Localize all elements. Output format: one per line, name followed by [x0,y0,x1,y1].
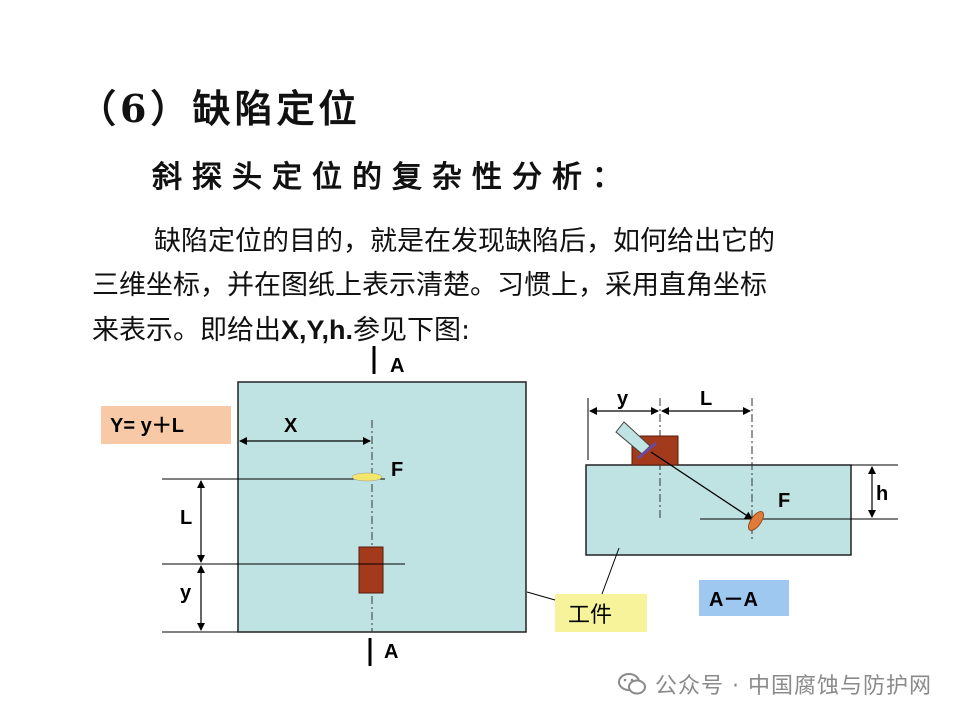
defect-f-plan [351,472,383,482]
section-subtitle: 斜探头定位的复杂性分析： [152,160,632,195]
watermark: 公众号 · 中国腐蚀与防护网 [617,668,932,700]
probe-cable [615,421,651,455]
paragraph-line-2: 三维坐标，并在图纸上表示清楚。习惯上，采用直角坐标 [92,270,767,301]
plan-view-plate [237,381,527,633]
probe-element [637,441,657,460]
workpiece-label-box [555,594,647,632]
workpiece-leader-left [526,591,556,601]
workpiece-leader-right [601,547,620,595]
section-plate [585,464,852,556]
defect-f-section [748,511,764,531]
page-title: （6）缺陷定位 [78,86,361,131]
formula-text: Y= y＋L [110,415,184,437]
paragraph-line-3: 来表示。即给出X,Y,h.参见下图: [92,308,912,353]
sound-beam [650,451,753,520]
label-a-bottom: A [384,641,398,663]
label-h: h [876,483,888,505]
label-f-section: F [778,490,790,512]
description-paragraph: 缺陷定位的目的，就是在发现缺陷后，如何给出它的 三维坐标，并在图纸上表示清楚。习… [92,220,912,353]
probe-plan [358,546,384,594]
label-x: X [284,415,298,437]
wechat-icon [618,673,647,695]
paragraph-line-3-post: 参见下图: [353,315,471,346]
watermark-text: 公众号 · 中国腐蚀与防护网 [655,674,932,699]
paragraph-line-3-bold: X,Y,h. [281,315,354,345]
label-a-top: A [390,355,404,377]
section-label-box [699,580,789,616]
formula-box [101,406,231,444]
paragraph-line-1: 缺陷定位的目的，就是在发现缺陷后，如何给出它的 [154,226,775,257]
label-y-section: y [617,388,629,410]
section-label-text: A－A [709,589,758,611]
paragraph-line-3-pre: 来表示。即给出 [92,315,281,346]
label-y-plan: y [180,582,192,604]
workpiece-label-text: 工件 [568,603,612,628]
label-f-plan: F [391,459,403,481]
label-l-section: L [700,388,712,410]
label-l-plan: L [180,507,192,529]
